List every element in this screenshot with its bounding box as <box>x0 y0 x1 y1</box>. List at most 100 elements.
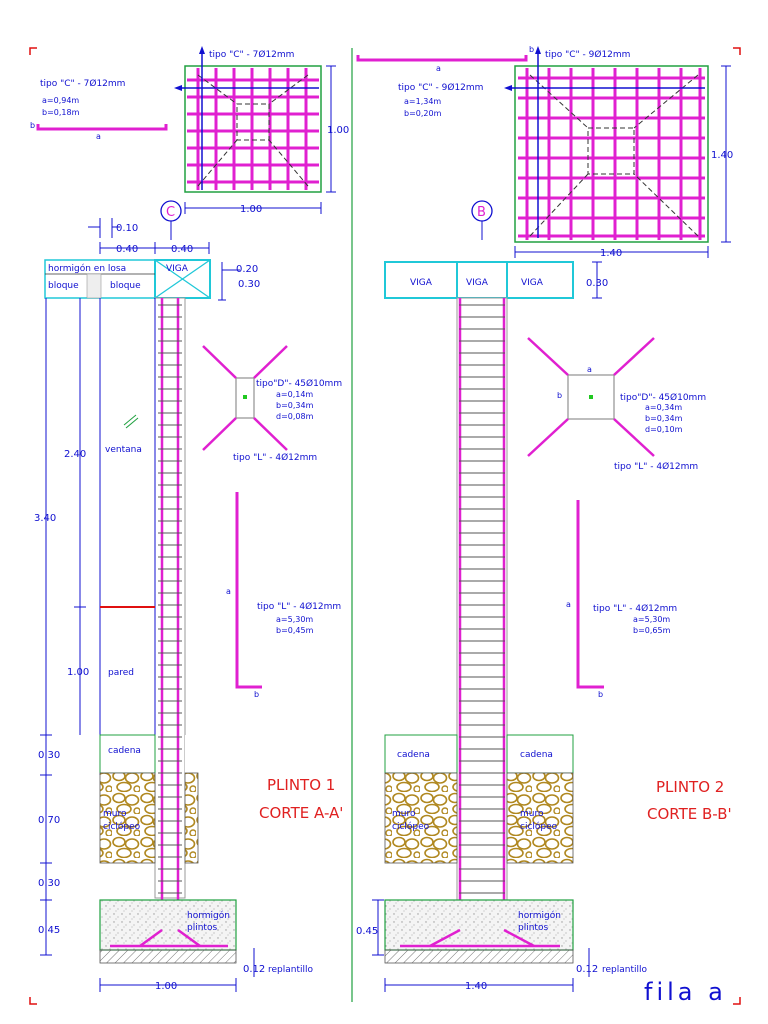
left-stirrup-detail <box>202 345 288 451</box>
left-stirrup-type: tipo"D"- 45Ø10mm <box>256 378 342 389</box>
left-dim-0.40a: 0.40 <box>116 244 138 255</box>
left-dim-0.30-top: 0.30 <box>238 279 260 290</box>
right-hormigon-2: plintos <box>518 923 548 933</box>
right-bottom-dims <box>384 948 590 992</box>
left-dim-0.20-group <box>218 262 240 301</box>
left-dim-0.30a: 0.30 <box>38 750 60 761</box>
left-bloque-2: bloque <box>110 281 141 291</box>
right-muro-1b: ciclópeo <box>392 821 430 832</box>
left-dim-0.30b: 0.30 <box>38 878 60 889</box>
right-replantillo: replantillo <box>602 965 648 975</box>
right-footing <box>384 899 574 964</box>
left-muro-2: ciclópeo <box>103 821 141 832</box>
fila-label: fila a <box>644 978 727 1006</box>
right-axis-label: B <box>477 205 486 220</box>
left-l-bar-type: tipo "L" - 4Ø12mm <box>257 601 341 612</box>
left-c-bar-a: a <box>96 132 101 141</box>
right-l-bar-a-letter: a <box>566 600 571 609</box>
left-dim-1.00: 1.00 <box>67 667 89 678</box>
right-stirrup-type: tipo"D"- 45Ø10mm <box>620 392 706 403</box>
right-l-bar-shape <box>576 500 604 689</box>
right-plan-bottom-dim: 1.40 <box>600 248 622 259</box>
left-vertical-dims <box>40 298 86 956</box>
left-c-bar-b: b <box>30 121 35 130</box>
right-stirrup-b: b=0,34m <box>645 414 683 423</box>
right-bar-a: a=1,34m <box>404 97 441 106</box>
left-l-bar-a: a=5,30m <box>276 615 313 624</box>
right-column <box>456 297 508 950</box>
left-dim-3.40: 3.40 <box>34 513 56 524</box>
right-cadena-2: cadena <box>520 750 553 760</box>
right-muro-2a: muro <box>520 809 544 819</box>
right-title-1: PLINTO 2 <box>656 778 724 796</box>
right-stirrup-b-letter: b <box>557 391 562 400</box>
left-dim-0.20: 0.20 <box>236 264 258 275</box>
corner-marks <box>29 47 741 1005</box>
right-muro-1a: muro <box>392 809 416 819</box>
left-stirrup-tipo-l: tipo "L" - 4Ø12mm <box>233 452 317 463</box>
left-replantillo: replantillo <box>268 965 314 975</box>
right-l-bar-a: a=5,30m <box>633 615 670 624</box>
right-dim-0.45: 0.45 <box>356 926 378 937</box>
left-top-dimensions <box>88 218 210 254</box>
right-cyclopean <box>384 772 574 864</box>
left-dim-0.10: 0.10 <box>116 223 138 234</box>
left-dim-0.70: 0.70 <box>38 815 60 826</box>
left-hormigon-2: plintos <box>187 923 217 933</box>
right-stirrup-detail <box>527 337 655 457</box>
right-viga-2: VIGA <box>466 278 489 288</box>
left-hormigon-1: hormigón <box>187 910 230 921</box>
left-stirrup-a: a=0,14m <box>276 390 313 399</box>
left-footing <box>99 899 237 964</box>
left-title-1: PLINTO 1 <box>267 776 335 794</box>
left-viga-label: VIGA <box>166 264 189 274</box>
left-l-bar-a-letter: a <box>226 587 231 596</box>
left-footing-plan <box>174 46 336 214</box>
right-top-bar-callout: tipo "C" - 9Ø12mm <box>545 49 630 60</box>
right-axis-marker <box>471 200 493 240</box>
left-c-bar-shape <box>36 124 168 131</box>
right-beam-band <box>384 261 574 299</box>
right-l-bar-type: tipo "L" - 4Ø12mm <box>593 603 677 614</box>
right-dim-0.12: 0.12 <box>576 964 598 975</box>
right-dim-0.45-group <box>372 899 384 956</box>
right-muro-2b: ciclópeo <box>520 821 558 832</box>
left-cadena: cadena <box>108 746 141 756</box>
left-plan-bottom-dim: 1.00 <box>240 204 262 215</box>
right-dim-0.30-top: 0.30 <box>586 278 608 289</box>
right-viga-1: VIGA <box>410 278 433 288</box>
left-losa-label: hormigón en losa <box>48 263 126 274</box>
left-wall-outline <box>99 298 156 775</box>
right-hormigon-1: hormigón <box>518 910 561 921</box>
right-stirrup-tipo-l: tipo "L" - 4Ø12mm <box>614 461 698 472</box>
left-bar-b: b=0,18m <box>42 108 80 117</box>
left-l-bar-shape <box>235 492 262 689</box>
right-cadena-1: cadena <box>397 750 430 760</box>
left-l-bar-b-letter: b <box>254 690 259 699</box>
left-bottom-dims <box>99 948 255 992</box>
left-dim-0.12: 0.12 <box>243 964 265 975</box>
left-stirrup-d: d=0,08m <box>276 412 314 421</box>
left-dim-0.40b: 0.40 <box>171 244 193 255</box>
right-c-bar-shape <box>356 55 528 62</box>
left-dim-0.45: 0.45 <box>38 925 60 936</box>
right-bottom-dim: 1.40 <box>465 981 487 992</box>
left-stirrup-b: b=0,34m <box>276 401 314 410</box>
left-plan-side-dim: 1.00 <box>327 125 349 136</box>
left-l-bar-b: b=0,45m <box>276 626 314 635</box>
left-ventana: ventana <box>105 445 142 455</box>
left-axis-label: C <box>166 205 175 220</box>
left-bar-a: a=0,94m <box>42 96 79 105</box>
right-stirrup-d: d=0,10m <box>645 425 683 434</box>
left-title-2: CORTE A-A' <box>259 804 343 822</box>
left-cadena-block <box>99 734 198 774</box>
left-slab-band <box>44 259 211 299</box>
left-column <box>154 297 186 950</box>
right-plan-side-dim: 1.40 <box>711 150 733 161</box>
right-cadena-blocks <box>384 734 574 774</box>
right-l-bar-b: b=0,65m <box>633 626 671 635</box>
right-title-2: CORTE B-B' <box>647 805 732 823</box>
right-bar-b: b=0,20m <box>404 109 442 118</box>
right-dim-top-group <box>592 261 602 299</box>
right-stirrup-a: a=0,34m <box>645 403 682 412</box>
